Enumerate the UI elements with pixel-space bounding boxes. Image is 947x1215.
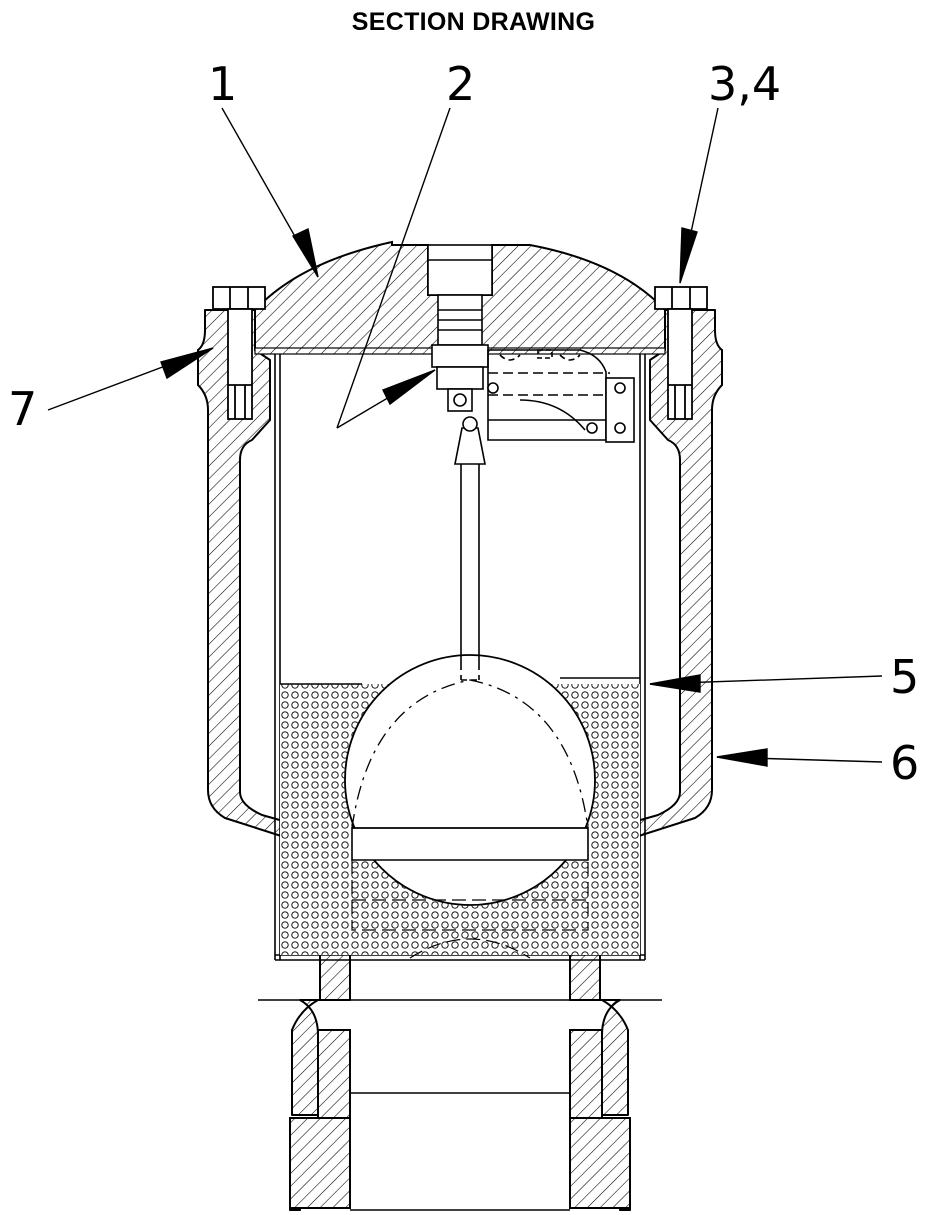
callout-1: 1 (208, 57, 237, 111)
bolt-left (212, 286, 266, 420)
vessel-body (197, 309, 723, 1211)
callout-7: 7 (8, 382, 37, 436)
callout-3-4: 3,4 (708, 57, 781, 111)
valve-mechanism (431, 344, 635, 443)
float-ball (344, 654, 596, 959)
leader-lines (47, 107, 883, 767)
page-title: SECTION DRAWING (351, 8, 596, 36)
bolt-right (654, 286, 708, 420)
callout-2: 2 (446, 57, 475, 111)
callout-6: 6 (890, 736, 919, 790)
callout-5: 5 (890, 650, 919, 704)
